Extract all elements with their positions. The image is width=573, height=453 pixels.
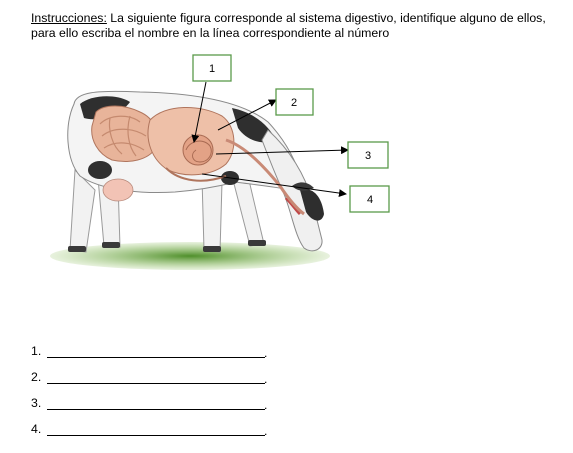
callout-label-2: 2 bbox=[291, 97, 297, 109]
callout-label-4: 4 bbox=[367, 194, 373, 206]
answer-number: 1. bbox=[31, 344, 42, 358]
answer-blank[interactable] bbox=[47, 409, 265, 410]
callout-box-3: 3 bbox=[347, 141, 389, 169]
callout-label-1: 1 bbox=[209, 63, 215, 75]
answer-end-mark: . bbox=[264, 346, 268, 360]
answer-number: 2. bbox=[31, 370, 42, 384]
cow-digestive-figure: 1 2 3 4 bbox=[50, 54, 390, 270]
answer-blank[interactable] bbox=[47, 357, 265, 358]
answer-blank[interactable] bbox=[47, 383, 265, 384]
answer-number: 4. bbox=[31, 422, 42, 436]
instructions-text: La siguiente figura corresponde al siste… bbox=[31, 11, 546, 40]
callout-label-3: 3 bbox=[365, 150, 371, 162]
callout-box-4: 4 bbox=[349, 185, 390, 213]
callout-box-1: 1 bbox=[192, 54, 232, 82]
cow-udder bbox=[102, 178, 134, 202]
answer-number: 3. bbox=[31, 396, 42, 410]
instructions-lead: Instrucciones: bbox=[31, 11, 107, 25]
callout-arrows bbox=[191, 81, 349, 197]
instructions: Instrucciones: La siguiente figura corre… bbox=[31, 11, 561, 41]
answer-end-mark: . bbox=[264, 372, 268, 386]
answer-end-mark: . bbox=[264, 398, 268, 412]
answer-blank[interactable] bbox=[47, 435, 265, 436]
cow-head bbox=[261, 129, 323, 252]
answer-end-mark: . bbox=[264, 424, 268, 438]
grass bbox=[50, 242, 330, 270]
callout-box-2: 2 bbox=[275, 88, 314, 116]
